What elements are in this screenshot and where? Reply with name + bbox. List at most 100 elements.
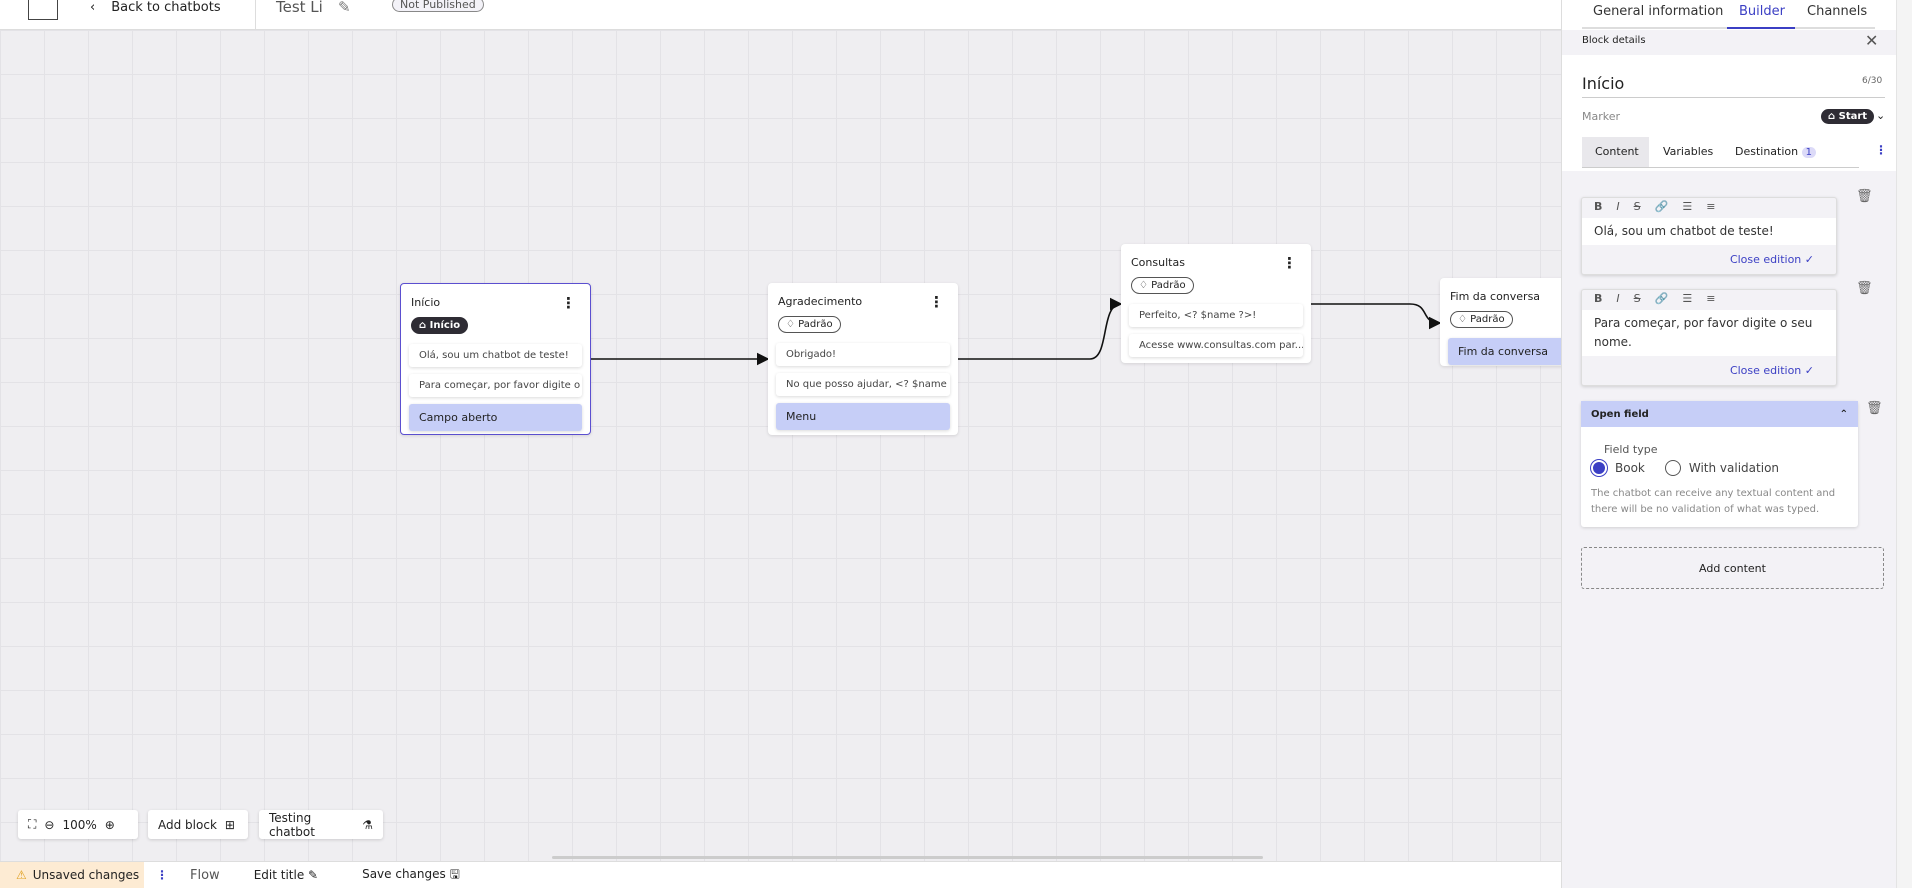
bold-icon[interactable]: B [1594,200,1603,213]
top-header: ‹ Back to chatbots Test Li ✎ Not Publish… [0,0,1561,30]
char-counter: 6/30 [1862,76,1883,86]
flask-icon: ⚗ [362,817,373,832]
vertical-scrollbar[interactable] [1896,0,1912,888]
strikethrough-icon[interactable]: S [1633,292,1641,305]
horizontal-scrollbar[interactable] [552,856,1263,859]
close-edition-button[interactable]: Close edition ✓ [1729,364,1814,377]
back-label: Back to chatbots [111,0,221,15]
block-final-item[interactable]: Menu [776,403,950,430]
close-edition-button[interactable]: Close edition ✓ [1729,253,1814,266]
bullet-list-icon[interactable]: ☰ [1682,292,1693,305]
block-item[interactable]: Para começar, por favor digite o ... [409,374,582,397]
block-item[interactable]: No que posso ajudar, <? $name ... [776,373,950,396]
block-title: Agradecimento [778,295,863,308]
block-agradecimento[interactable]: Agradecimento ⋮ ♢ Padrão Obrigado! No qu… [768,283,958,435]
block-details-header: Block details ✕ [1562,30,1897,55]
trash-icon[interactable]: 🗑 [1866,401,1883,416]
block-title: Consultas [1131,256,1185,269]
block-title: Fim da conversa [1450,290,1541,303]
marker-tag: ⌂ Início [411,317,469,334]
logo-icon [28,0,58,20]
bold-icon[interactable]: B [1594,292,1603,305]
block-title: Início [411,296,441,309]
subtab-variables[interactable]: Variables [1663,145,1714,158]
block-fim-da-conversa[interactable]: Fim da conversa ♢ Padrão Fim da conversa [1440,278,1580,366]
add-block-button[interactable]: Add block ⊞ [148,810,248,839]
option-label: Book [1615,461,1645,475]
block-final-item[interactable]: Campo aberto [409,404,582,431]
more-options-icon[interactable]: ⋮ [1282,254,1297,272]
status-badge: Not Published [392,0,484,12]
marker-select[interactable]: ⌂ Start [1821,109,1875,124]
open-field-header[interactable]: Open field⌃ [1581,401,1858,427]
tab-builder[interactable]: Builder [1739,4,1785,19]
editor-text[interactable]: Olá, sou um chatbot de teste! [1582,218,1836,245]
trash-icon[interactable]: 🗑 [1856,189,1873,204]
italic-icon[interactable]: I [1616,200,1620,213]
link-icon[interactable]: 🔗 [1654,292,1669,305]
block-item[interactable]: Acesse www.consultas.com par... [1129,334,1303,357]
unsaved-label: Unsaved changes [32,868,140,882]
zoom-out-icon[interactable]: ⊖ [44,817,55,832]
chevron-down-icon[interactable]: ⌄ [1876,109,1886,122]
tab-general-information[interactable]: General information [1593,4,1724,19]
block-consultas[interactable]: Consultas ⋮ ♢ Padrão Perfeito, <? $name … [1121,244,1311,363]
field-description: The chatbot can receive any textual cont… [1591,488,1836,515]
subtab-content[interactable]: Content [1582,137,1649,167]
numbered-list-icon[interactable]: ≡ [1706,200,1716,213]
block-item[interactable]: Olá, sou um chatbot de teste! [409,344,582,367]
block-final-item[interactable]: Fim da conversa [1448,338,1572,365]
add-block-icon: ⊞ [224,817,235,832]
block-item[interactable]: Obrigado! [776,343,950,366]
strikethrough-icon[interactable]: S [1633,200,1641,213]
connector-agradecimento-consultas [958,297,1123,360]
editor-text[interactable]: Para começar, por favor digite o seu nom… [1582,310,1836,356]
more-options-icon[interactable]: ⋮ [929,293,944,311]
italic-icon[interactable]: I [1616,292,1620,305]
marker-tag: ♢ Padrão [1450,311,1513,328]
zoom-in-icon[interactable]: ⊕ [104,817,115,832]
testing-label: Testing chatbot [269,810,315,839]
add-block-label: Add block [158,817,217,832]
chatbot-title: Test Li [276,0,323,16]
trash-icon[interactable]: 🗑 [1856,281,1873,296]
bullet-list-icon[interactable]: ☰ [1682,200,1693,213]
radio-with-validation[interactable] [1664,460,1681,476]
save-changes-button[interactable]: Save changes 🖫 [362,866,460,881]
more-icon[interactable]: ⋮ [156,868,168,882]
chevron-up-icon: ⌃ [1839,408,1848,420]
zoom-controls: ⛶ ⊖ 100% ⊕ [18,810,138,839]
add-content-button[interactable]: Add content [1581,547,1884,589]
block-item[interactable]: Perfeito, <? $name ?>! [1129,304,1303,327]
numbered-list-icon[interactable]: ≡ [1706,292,1716,305]
radio-book[interactable] [1591,460,1607,476]
testing-chatbot-button[interactable]: Testing chatbot ⚗ [259,810,383,839]
block-details-panel: General information Builder Channels Blo… [1561,0,1897,888]
edit-title-button[interactable]: Edit title ✎ [253,868,319,882]
bottom-bar: ⚠Unsaved changes ⋮ Flow Edit title ✎ Sav… [0,861,1561,888]
edit-title-icon[interactable]: ✎ [338,0,351,16]
block-name-input[interactable]: Início [1582,74,1625,93]
close-icon[interactable]: ✕ [1865,31,1879,50]
block-inicio[interactable]: Início ⋮ ⌂ Início Olá, sou um chatbot de… [400,283,591,435]
connectors [591,297,1442,366]
block-details-title: Block details [1582,35,1646,46]
divider [255,0,256,29]
fit-screen-icon[interactable]: ⛶ [28,817,37,831]
subtab-destination[interactable]: Destination 1 [1735,145,1816,158]
unsaved-indicator: ⚠ Unsaved changes [0,862,144,888]
warning-icon: ⚠ [16,868,27,882]
more-options-icon[interactable]: ⋮ [1875,143,1887,157]
more-options-icon[interactable]: ⋮ [561,294,576,312]
chevron-left-icon: ‹ [90,0,96,15]
flow-canvas[interactable] [0,30,1561,861]
tab-channels[interactable]: Channels [1807,4,1868,19]
subtabs-underline [1582,167,1859,168]
back-button[interactable]: ‹ Back to chatbots [90,0,221,15]
link-icon[interactable]: 🔗 [1654,200,1669,213]
marker-tag: ♢ Padrão [778,316,841,333]
